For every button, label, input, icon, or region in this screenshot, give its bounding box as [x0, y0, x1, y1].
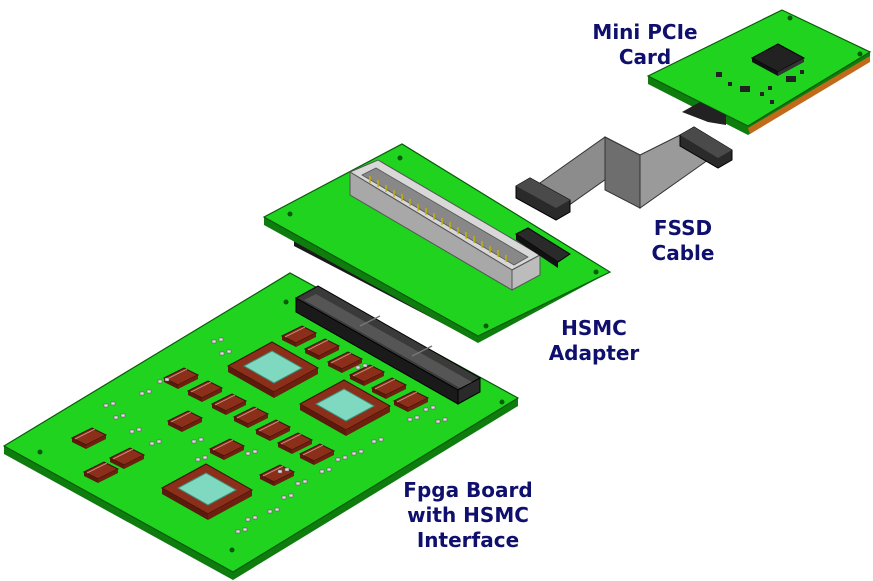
hsmc-adapter-label: HSMC Adapter [534, 316, 654, 366]
hsmc-label-line-2: Adapter [548, 341, 640, 365]
mini-pcie-card-label: Mini PCIe Card [580, 20, 710, 70]
fssd-cable-label: FSSD Cable [628, 216, 738, 266]
hsmc-label-line-1: HSMC [561, 316, 627, 340]
fssd-cable [515, 126, 733, 221]
fssd-label-line-2: Cable [651, 241, 715, 265]
fpga-board [2, 272, 520, 580]
hsmc-adapter-board [262, 143, 612, 343]
mini-pcie-label-line-2: Card [618, 45, 672, 69]
fpga-board-label: Fpga Board with HSMC Interface [392, 478, 544, 553]
mini-pcie-label-line-1: Mini PCIe [592, 20, 698, 44]
fpga-label-line-3: Interface [416, 528, 520, 552]
fpga-label-line-2: with HSMC [407, 503, 529, 527]
mini-pcie-card [646, 9, 872, 135]
fpga-label-line-1: Fpga Board [403, 478, 533, 502]
fssd-label-line-1: FSSD [653, 216, 713, 240]
